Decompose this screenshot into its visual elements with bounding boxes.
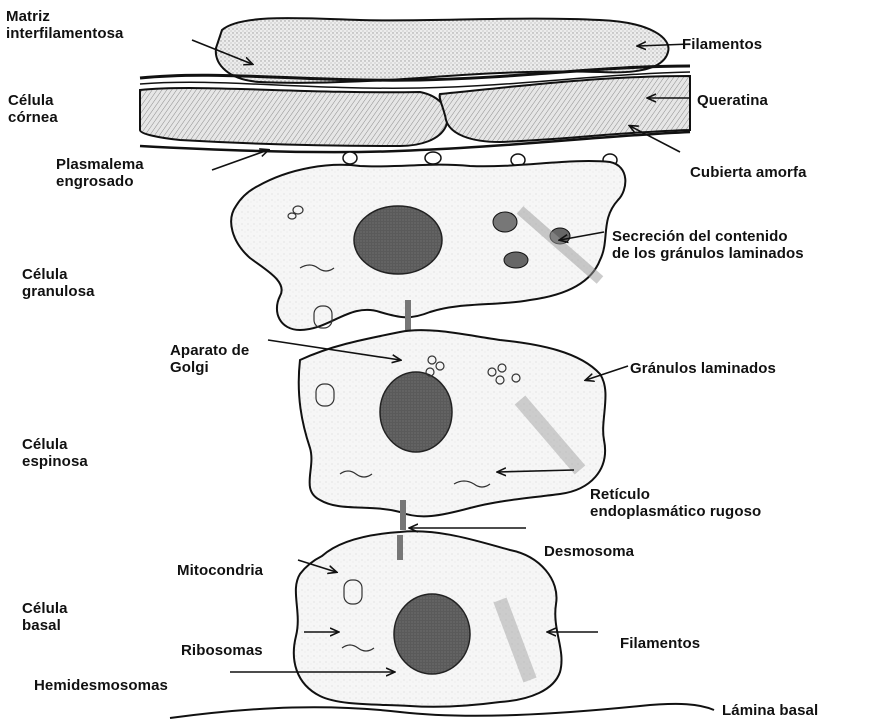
basal-nucleus [394, 594, 470, 674]
label-desmosoma: Desmosoma [544, 543, 634, 560]
label-plasmalema-engrosado: Plasmalema engrosado [56, 156, 144, 190]
label-celula-basal: Célula basal [22, 600, 68, 634]
label-lamina-basal: Lámina basal [722, 702, 818, 719]
label-reticulo-endoplasmatico: Retículo endoplasmático rugoso [590, 486, 761, 520]
label-granulos-laminados: Gránulos laminados [630, 360, 776, 377]
label-hemidesmosomas: Hemidesmosomas [34, 677, 168, 694]
label-celula-granulosa: Célula granulosa [22, 266, 95, 300]
label-aparato-golgi: Aparato de Golgi [170, 342, 249, 376]
label-filamentos-top: Filamentos [682, 36, 762, 53]
spinous-cell [299, 330, 606, 516]
cornified-cell-left [140, 88, 448, 146]
label-ribosomas: Ribosomas [181, 642, 263, 659]
label-filamentos-bottom: Filamentos [620, 635, 700, 652]
spinous-nucleus [380, 372, 452, 452]
label-queratina: Queratina [697, 92, 768, 109]
arrow-plasmalema [212, 150, 268, 170]
label-mitocondria: Mitocondria [177, 562, 263, 579]
label-cubierta-amorfa: Cubierta amorfa [690, 164, 807, 181]
granular-nucleus [354, 206, 442, 274]
cornified-cell-top [216, 18, 669, 83]
label-matriz-interfilamentosa: Matriz interfilamentosa [6, 8, 123, 42]
label-celula-cornea: Célula córnea [8, 92, 58, 126]
label-celula-espinosa: Célula espinosa [22, 436, 88, 470]
label-secrecion-granulos: Secreción del contenido de los gránulos … [612, 228, 804, 262]
